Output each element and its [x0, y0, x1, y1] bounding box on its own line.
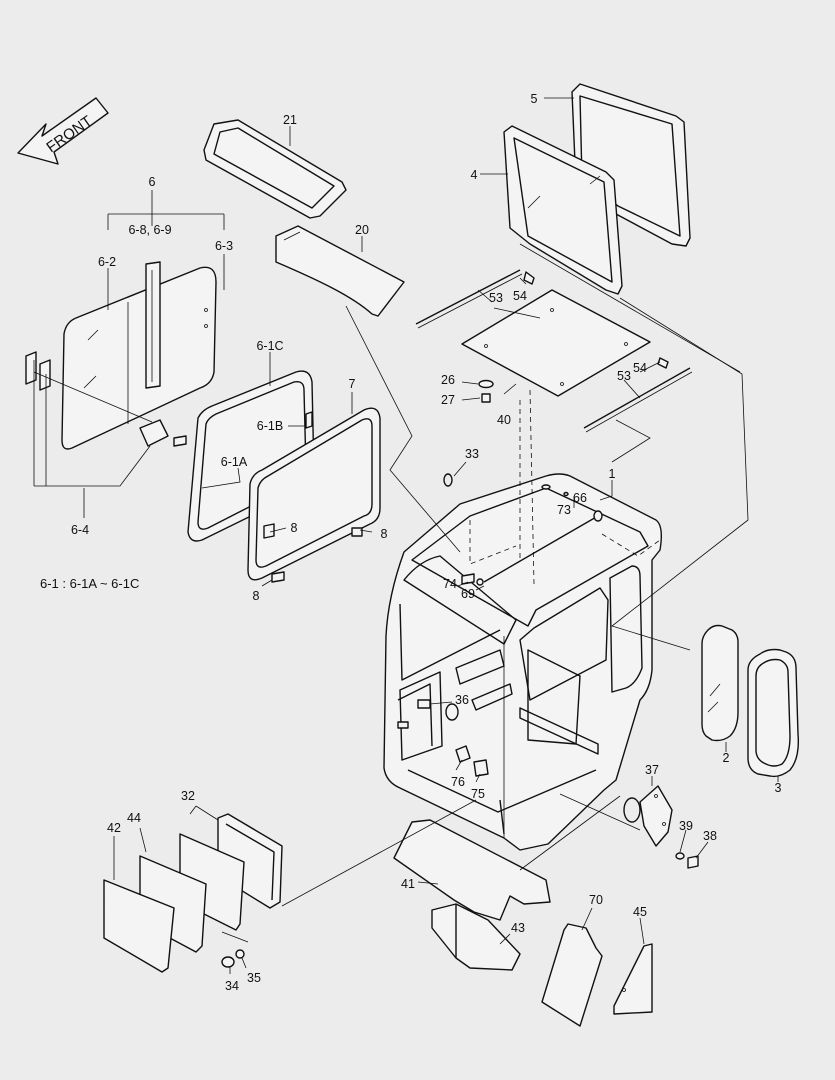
front-arrow-icon: FRONT: [17, 97, 109, 165]
label-39: 39: [679, 819, 693, 833]
label-35: 35: [247, 971, 261, 985]
part-2-side-glass: [701, 624, 739, 742]
part-26-washer: [478, 379, 494, 389]
part-20-roof-glass: [275, 225, 405, 317]
label-74: 74: [443, 577, 457, 591]
part-33-ring: [443, 473, 453, 487]
part-54-bolt-lower: [657, 357, 669, 369]
part-39-washer: [675, 852, 685, 860]
label-5: 5: [531, 92, 538, 106]
label-66: 66: [573, 491, 587, 505]
part-45-panel: [613, 943, 653, 1015]
label-76: 76: [451, 775, 465, 789]
part-6-4-hinge: [25, 351, 187, 487]
label-32: 32: [181, 789, 195, 803]
label-54-lower: 54: [633, 361, 647, 375]
label-42: 42: [107, 821, 121, 835]
part-21-roof-frame: [203, 119, 347, 219]
label-53-lower: 53: [617, 369, 631, 383]
part-7-seal: [247, 407, 381, 581]
part-labels: 21 20 5 4 6 6-8, 6-9 6-2 6-3 6-1C 7 6-1B…: [40, 92, 782, 993]
part-40-plate: [461, 289, 651, 397]
part-43-panel: [431, 903, 521, 971]
part-41-floor-cover: [393, 819, 551, 921]
label-3: 3: [775, 781, 782, 795]
label-70: 70: [589, 893, 603, 907]
part-70-panel: [541, 923, 603, 1027]
part-73-cable: [461, 510, 603, 586]
label-40: 40: [497, 413, 511, 427]
label-7: 7: [349, 377, 356, 391]
label-6-1a: 6-1A: [221, 455, 248, 469]
label-20: 20: [355, 223, 369, 237]
leader-lines: [83, 97, 779, 974]
part-53-rod-upper: [415, 269, 523, 329]
label-1: 1: [609, 467, 616, 481]
label-6-1b: 6-1B: [257, 419, 283, 433]
part-3-side-seal: [747, 648, 800, 778]
label-4: 4: [471, 168, 478, 182]
label-38: 38: [703, 829, 717, 843]
label-6-3: 6-3: [215, 239, 233, 253]
label-33: 33: [465, 447, 479, 461]
label-2: 2: [723, 751, 730, 765]
part-37-cover: [623, 785, 673, 847]
label-6-4: 6-4: [71, 523, 89, 537]
label-26: 26: [441, 373, 455, 387]
part-34-nut: [221, 956, 235, 968]
label-8-a: 8: [291, 521, 298, 535]
label-53-upper: 53: [489, 291, 503, 305]
label-8-c: 8: [253, 589, 260, 603]
label-45: 45: [633, 905, 647, 919]
label-41: 41: [401, 877, 415, 891]
part-38-bolt: [687, 855, 699, 869]
reference-lines: [281, 243, 749, 907]
label-6-1c: 6-1C: [256, 339, 283, 353]
part-42-panel: [103, 879, 175, 973]
part-53-rod-lower: [583, 367, 693, 433]
part-35-washer: [235, 949, 245, 959]
label-44: 44: [127, 811, 141, 825]
label-6-2: 6-2: [98, 255, 116, 269]
label-6-8-6-9: 6-8, 6-9: [128, 223, 171, 237]
label-69: 69: [461, 587, 475, 601]
label-75: 75: [471, 787, 485, 801]
label-36: 36: [455, 693, 469, 707]
part-27-screw: [481, 393, 491, 403]
note-6-1-range: 6-1 : 6-1A ~ 6-1C: [40, 576, 139, 591]
label-34: 34: [225, 979, 239, 993]
label-8-b: 8: [381, 527, 388, 541]
label-54-upper: 54: [513, 289, 527, 303]
label-37: 37: [645, 763, 659, 777]
part-6-door-glass: [61, 261, 217, 450]
label-73: 73: [557, 503, 571, 517]
part-1-cab-frame: [383, 473, 663, 851]
label-43: 43: [511, 921, 525, 935]
part-4-rear-glass: [503, 125, 623, 295]
label-6: 6: [149, 175, 156, 189]
part-54-bolt-upper: [523, 271, 535, 285]
part-8-blocks: [263, 523, 363, 583]
label-27: 27: [441, 393, 455, 407]
label-21: 21: [283, 113, 297, 127]
